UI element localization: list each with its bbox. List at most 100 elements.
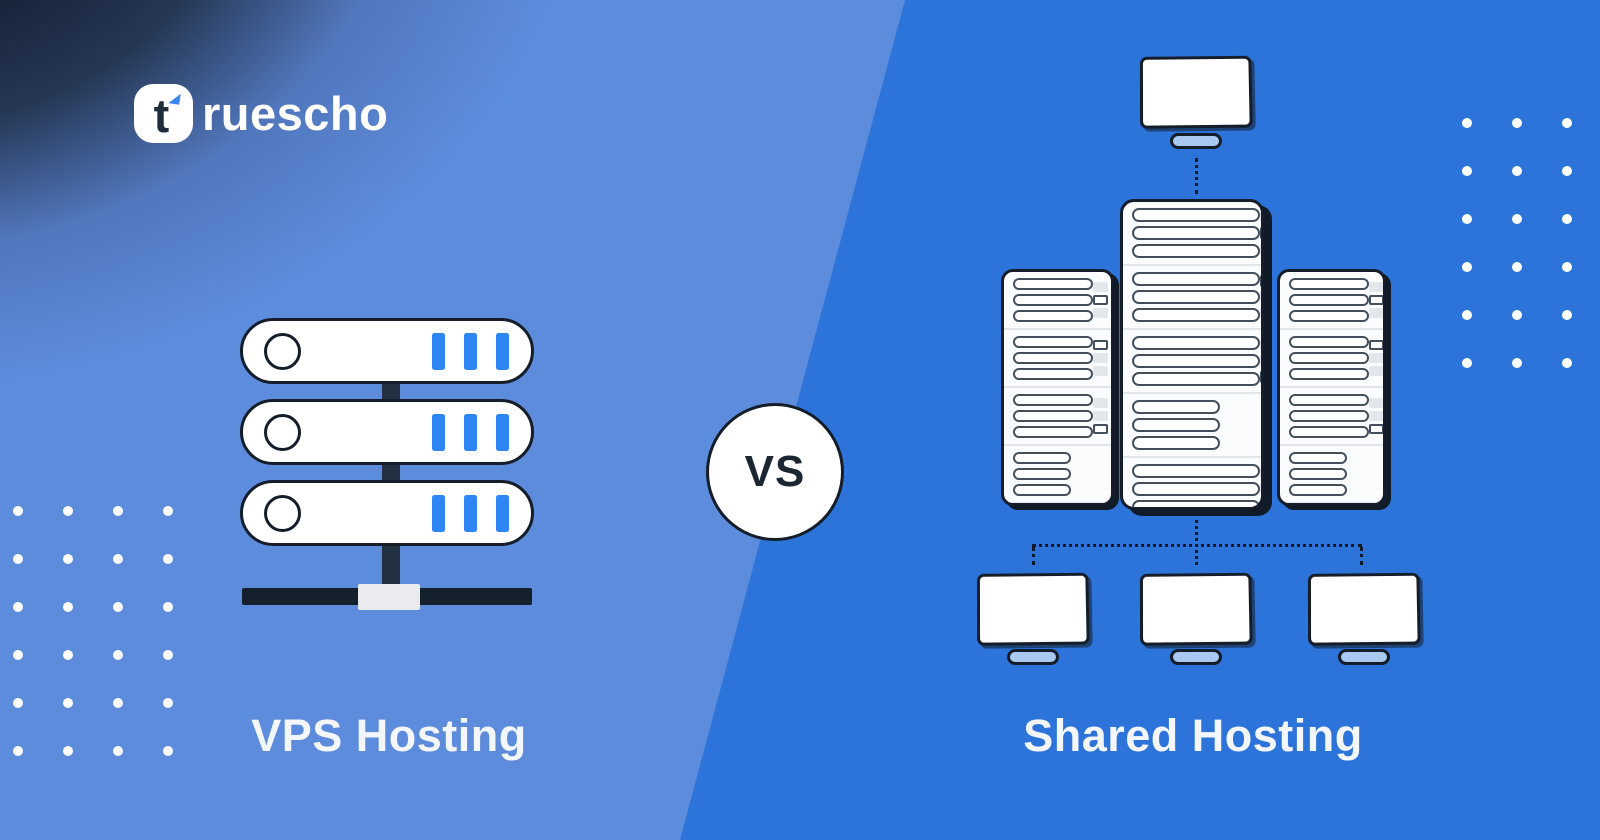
indicator-cell	[1369, 398, 1383, 408]
dot-grid-right	[1462, 118, 1572, 368]
rack-slot	[1289, 426, 1369, 438]
rack-slot	[1013, 452, 1071, 464]
dot-grid-left	[13, 506, 173, 756]
rack-slot	[1013, 484, 1071, 496]
dot	[1512, 310, 1522, 320]
rack-slots	[1132, 272, 1260, 322]
indicator-grid	[1260, 339, 1261, 383]
dot	[1512, 166, 1522, 176]
dot	[1462, 118, 1472, 128]
indicator-cell	[1093, 366, 1108, 376]
rack-slot	[1132, 244, 1260, 258]
client-monitor-2	[1139, 572, 1253, 646]
rack-section	[1123, 202, 1261, 266]
dotted-link-left-stub	[1032, 547, 1035, 565]
indicator-cell	[1369, 366, 1383, 376]
indicator-cell	[1369, 340, 1383, 350]
rack-slot	[1289, 452, 1347, 464]
indicator-cell	[1369, 353, 1383, 363]
indicator-grid	[1369, 398, 1383, 434]
rack-section	[1004, 272, 1111, 330]
brand-logo: t ruescho	[134, 84, 388, 143]
client-monitor-top	[1139, 55, 1253, 129]
rack-section	[1280, 272, 1383, 330]
indicator-grid	[1093, 340, 1114, 376]
status-bars-icon	[432, 494, 509, 532]
indicator-cell	[1369, 308, 1383, 318]
rack-slot	[1289, 410, 1369, 422]
rack-slots	[1132, 336, 1260, 386]
rack-section	[1123, 330, 1261, 394]
indicator-cell	[1260, 291, 1261, 303]
indicator-cell	[1260, 275, 1261, 287]
indicator-cell	[1260, 243, 1261, 255]
rack-slots	[1013, 394, 1093, 438]
vps-server-unit	[240, 399, 534, 465]
vs-text: VS	[744, 447, 806, 496]
rack-section	[1004, 388, 1111, 446]
indicator-cell	[1260, 371, 1261, 383]
indicator-cell	[1093, 424, 1108, 434]
rack-slots	[1013, 336, 1093, 380]
dot	[163, 650, 173, 660]
client-monitor-1	[976, 572, 1090, 646]
rack-section	[1004, 504, 1111, 506]
indicator-cell	[1369, 411, 1383, 421]
dot	[13, 506, 23, 516]
dot	[13, 650, 23, 660]
rack-slot	[1013, 310, 1093, 322]
dot	[163, 602, 173, 612]
rack-slot	[1013, 410, 1093, 422]
server-base-pad	[358, 584, 420, 610]
server-tower-right	[1277, 269, 1386, 506]
indicator-cell	[1260, 467, 1261, 479]
dot	[1562, 118, 1572, 128]
rack-slot	[1132, 372, 1260, 386]
dot	[1462, 166, 1472, 176]
status-bars-icon	[432, 332, 509, 370]
rack-slot	[1289, 278, 1369, 290]
indicator-cell	[1111, 424, 1114, 434]
monitor-stand	[1338, 649, 1390, 665]
monitor-stand	[1007, 649, 1059, 665]
indicator-grid	[1093, 398, 1114, 434]
dot	[163, 746, 173, 756]
indicator-grid	[1369, 282, 1383, 318]
rack-section	[1004, 330, 1111, 388]
dot	[163, 554, 173, 564]
indicator-cell	[1111, 398, 1114, 408]
indicator-cell	[1093, 398, 1108, 408]
dot	[63, 506, 73, 516]
indicator-grid	[1093, 282, 1111, 318]
rack-slot	[1013, 336, 1093, 348]
indicator-cell	[1260, 307, 1261, 319]
rack-section	[1123, 458, 1261, 507]
drive-bay-icon	[264, 413, 301, 451]
rack-slot	[1289, 294, 1369, 306]
vps-server-illustration	[240, 318, 534, 614]
logo-letter: t	[153, 88, 170, 142]
rack-slot	[1289, 394, 1369, 406]
rack-slot	[1013, 394, 1093, 406]
rack-section	[1004, 446, 1111, 503]
shared-hosting-label: Shared Hosting	[1023, 710, 1363, 761]
dot	[63, 698, 73, 708]
rack-section	[1280, 330, 1383, 388]
rack-slot	[1132, 308, 1260, 322]
dot	[163, 698, 173, 708]
rack-slot	[1132, 500, 1260, 507]
rack-slot	[1013, 426, 1093, 438]
dot	[13, 554, 23, 564]
rack-slot	[1132, 418, 1220, 432]
rack-slots	[1289, 336, 1369, 380]
vps-hosting-label: VPS Hosting	[251, 710, 527, 761]
indicator-cell	[1093, 295, 1108, 305]
dot	[13, 602, 23, 612]
rack-slot	[1013, 278, 1093, 290]
client-monitor-3	[1307, 572, 1421, 646]
rack-slot	[1132, 436, 1220, 450]
indicator-cell	[1111, 366, 1114, 376]
vps-server-unit	[240, 318, 534, 384]
indicator-cell	[1369, 424, 1383, 434]
indicator-cell	[1260, 483, 1261, 495]
